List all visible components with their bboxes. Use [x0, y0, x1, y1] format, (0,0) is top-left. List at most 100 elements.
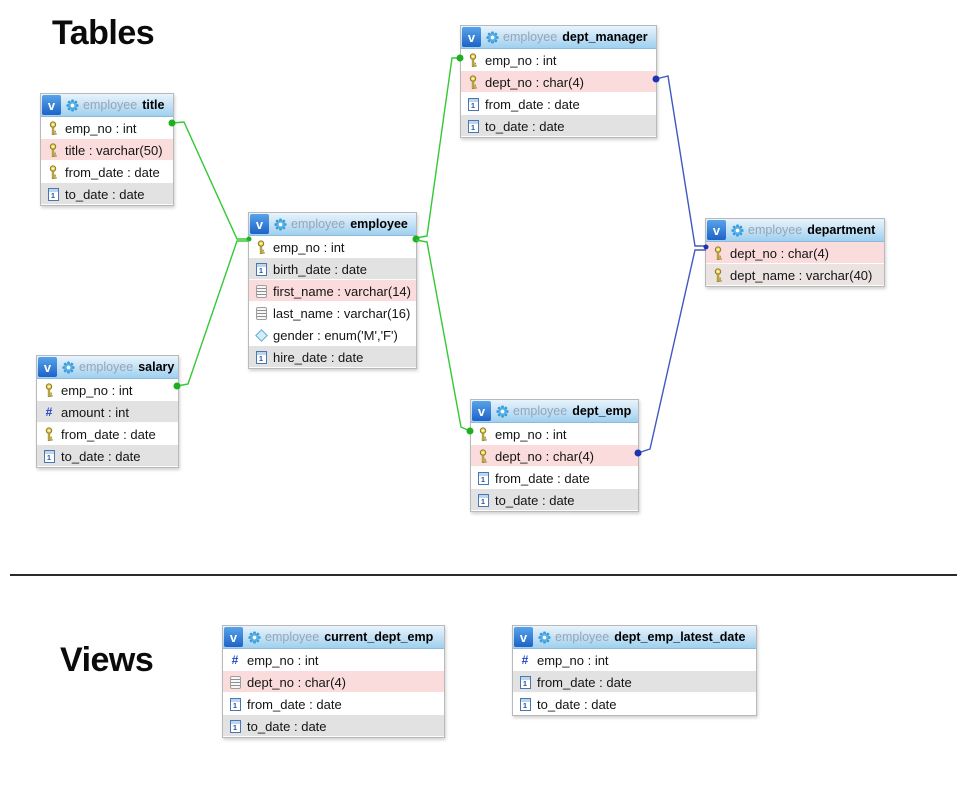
- column-text: hire_date : date: [273, 349, 364, 365]
- column-row-emp_no[interactable]: emp_no : int: [471, 423, 638, 445]
- column-row-emp_no[interactable]: emp_no : int: [37, 379, 178, 401]
- relationship-line: [655, 75, 706, 247]
- table-current_dept_emp[interactable]: v employee current_dept_emp #emp_no : in…: [222, 625, 445, 738]
- table-header[interactable]: v employee dept_emp_latest_date: [513, 626, 756, 649]
- table-options-button[interactable]: v: [707, 220, 726, 240]
- column-text: emp_no : int: [65, 120, 137, 136]
- column-row-first_name[interactable]: first_name : varchar(14): [249, 280, 416, 302]
- column-row-from_date[interactable]: from_date : date: [37, 423, 178, 445]
- table-name-label: dept_emp_latest_date: [614, 630, 746, 644]
- table-salary[interactable]: v employee salary emp_no : int#amount : …: [36, 355, 179, 468]
- column-row-to_date[interactable]: 1 to_date : date: [461, 115, 656, 137]
- schema-name-label: employee: [555, 630, 610, 644]
- table-header[interactable]: v employee employee: [249, 213, 416, 236]
- column-text: emp_no : int: [485, 52, 557, 68]
- text-icon: [255, 306, 267, 320]
- relationship-line: [637, 249, 706, 454]
- column-row-dept_no[interactable]: dept_no : char(4): [461, 71, 656, 93]
- table-options-button[interactable]: v: [224, 627, 243, 647]
- gear-icon[interactable]: [248, 630, 261, 644]
- date-icon: 1: [477, 493, 489, 507]
- hash-icon: #: [521, 653, 529, 667]
- column-text: from_date : date: [247, 696, 342, 712]
- column-row-title[interactable]: title : varchar(50): [41, 139, 173, 161]
- table-options-button[interactable]: v: [472, 401, 491, 421]
- date-icon: 1: [255, 350, 267, 364]
- table-header[interactable]: v employee department: [706, 219, 884, 242]
- column-row-to_date[interactable]: 1 to_date : date: [471, 489, 638, 511]
- gear-icon[interactable]: [66, 98, 79, 112]
- column-row-dept_name[interactable]: dept_name : varchar(40): [706, 264, 884, 286]
- gear-icon[interactable]: [486, 30, 499, 44]
- table-options-button[interactable]: v: [514, 627, 533, 647]
- table-options-button[interactable]: v: [250, 214, 269, 234]
- column-text: from_date : date: [537, 674, 632, 690]
- column-row-emp_no[interactable]: emp_no : int: [41, 117, 173, 139]
- date-icon: 1: [229, 719, 241, 733]
- table-header[interactable]: v employee salary: [37, 356, 178, 379]
- column-text: dept_no : char(4): [485, 74, 585, 90]
- table-name-label: department: [807, 223, 876, 237]
- table-dept_manager[interactable]: v employee dept_manager emp_no : int dept…: [460, 25, 657, 138]
- gear-icon[interactable]: [731, 223, 744, 237]
- column-text: to_date : date: [495, 492, 575, 508]
- column-row-last_name[interactable]: last_name : varchar(16): [249, 302, 416, 324]
- relationship-line: [171, 121, 249, 240]
- column-row-dept_no[interactable]: dept_no : char(4): [471, 445, 638, 467]
- table-header[interactable]: v employee dept_manager: [461, 26, 656, 49]
- column-row-emp_no[interactable]: #emp_no : int: [513, 649, 756, 671]
- gear-icon[interactable]: [538, 630, 551, 644]
- table-dept_emp[interactable]: v employee dept_emp emp_no : int dept_no …: [470, 399, 639, 512]
- column-row-from_date[interactable]: from_date : date: [41, 161, 173, 183]
- table-title[interactable]: v employee title emp_no : int title : var…: [40, 93, 174, 206]
- column-text: emp_no : int: [495, 426, 567, 442]
- schema-name-label: employee: [503, 30, 558, 44]
- date-icon: 1: [519, 697, 531, 711]
- column-text: dept_no : char(4): [247, 674, 347, 690]
- key-icon: [47, 164, 59, 180]
- column-text: to_date : date: [485, 118, 565, 134]
- gear-icon[interactable]: [274, 217, 287, 231]
- table-header[interactable]: v employee title: [41, 94, 173, 117]
- relationship-line: [176, 240, 249, 387]
- column-row-amount[interactable]: #amount : int: [37, 401, 178, 423]
- date-icon: 1: [43, 449, 55, 463]
- column-row-dept_no[interactable]: dept_no : char(4): [223, 671, 444, 693]
- column-row-dept_no[interactable]: dept_no : char(4): [706, 242, 884, 264]
- column-text: amount : int: [61, 404, 129, 420]
- table-dept_emp_latest_date[interactable]: v employee dept_emp_latest_date #emp_no …: [512, 625, 757, 716]
- column-row-emp_no[interactable]: #emp_no : int: [223, 649, 444, 671]
- views-section-heading: Views: [60, 641, 154, 679]
- column-row-gender[interactable]: gender : enum('M','F'): [249, 324, 416, 346]
- table-header[interactable]: v employee current_dept_emp: [223, 626, 444, 649]
- key-icon: [712, 245, 724, 261]
- table-department[interactable]: v employee department dept_no : char(4)d…: [705, 218, 885, 287]
- key-icon: [712, 267, 724, 283]
- table-options-button[interactable]: v: [42, 95, 61, 115]
- column-row-hire_date[interactable]: 1 hire_date : date: [249, 346, 416, 368]
- gear-icon[interactable]: [496, 404, 509, 418]
- table-options-button[interactable]: v: [462, 27, 481, 47]
- enum-icon: [254, 328, 268, 342]
- column-row-emp_no[interactable]: emp_no : int: [461, 49, 656, 71]
- section-divider: [10, 574, 957, 576]
- gear-icon[interactable]: [62, 360, 75, 374]
- table-name-label: salary: [138, 360, 175, 374]
- table-header[interactable]: v employee dept_emp: [471, 400, 638, 423]
- table-options-button[interactable]: v: [38, 357, 57, 377]
- column-text: gender : enum('M','F'): [273, 327, 398, 343]
- column-row-emp_no[interactable]: emp_no : int: [249, 236, 416, 258]
- date-icon: 1: [467, 119, 479, 133]
